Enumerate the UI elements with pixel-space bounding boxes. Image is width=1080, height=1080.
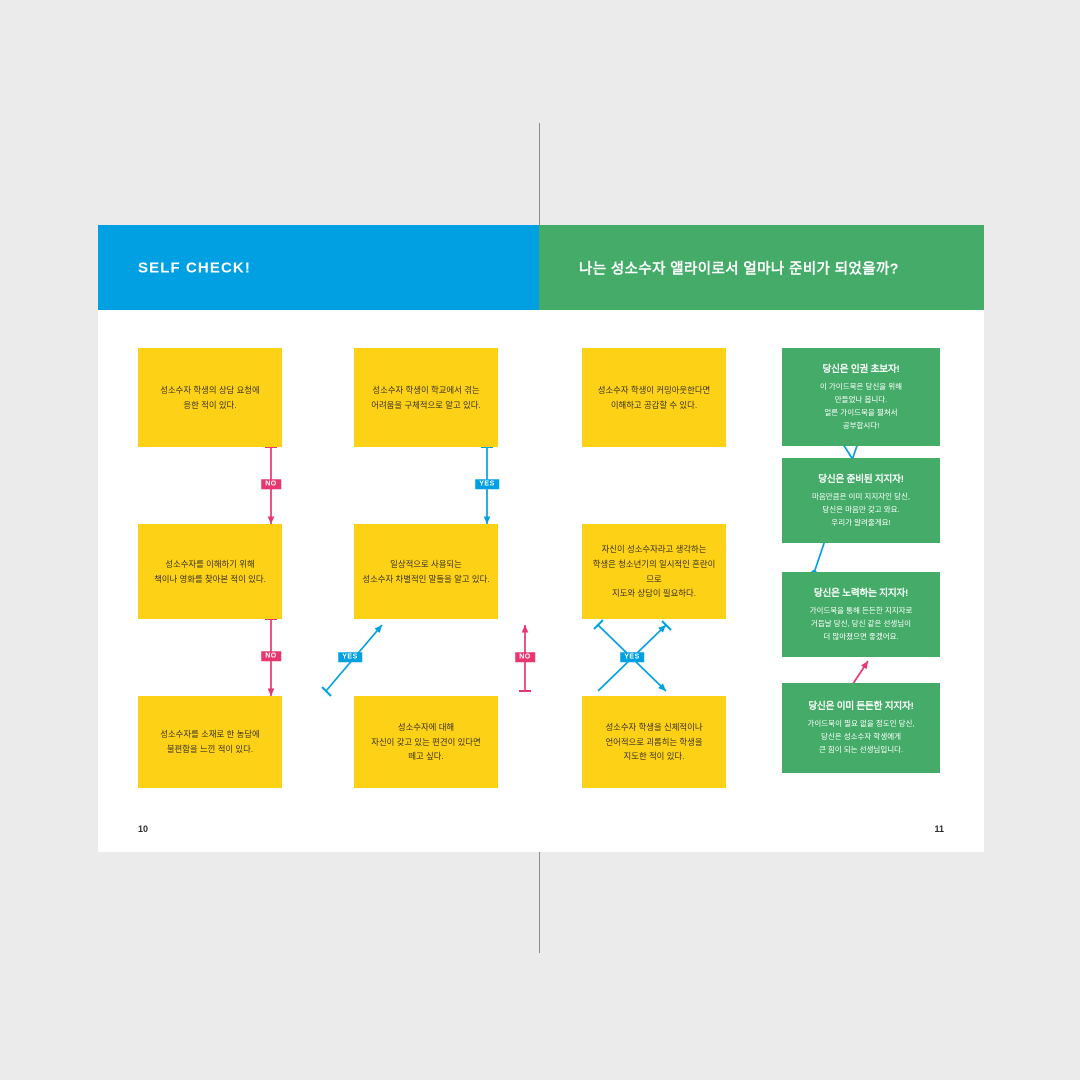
- page-number-right: 11: [934, 824, 944, 834]
- question-text-q4: 성소수자를 이해하기 위해 책이나 영화를 찾아본 적이 있다.: [154, 558, 266, 584]
- result-body-r3: 가이드북을 통해 든든한 지지자로 거듭날 당신, 당신 같은 선생님이 더 많…: [809, 605, 913, 641]
- question-box-q7[interactable]: 성소수자를 소재로 한 농담에 불편함을 느낀 적이 있다.: [138, 696, 282, 788]
- result-title-r2: 당신은 준비된 지지자!: [818, 473, 904, 485]
- result-body-r1: 이 가이드북은 당신을 위해 만들었나 봅니다. 얼른 가이드북을 펼쳐서 공부…: [819, 381, 903, 430]
- page-title-left: SELF CHECK!: [138, 259, 251, 276]
- question-box-q4[interactable]: 성소수자를 이해하기 위해 책이나 영화를 찾아본 적이 있다.: [138, 524, 282, 619]
- question-text-q9: 성소수자 학생을 신체적이나 언어적으로 괴롭히는 학생을 지도한 적이 있다.: [605, 721, 703, 762]
- header-band-left: SELF CHECK!: [98, 225, 539, 310]
- edge-label-q8-q5: NO: [515, 652, 535, 662]
- question-text-q6: 자신이 성소수자라고 생각하는 학생은 청소년기의 일시적인 혼란이므로 지도와…: [592, 544, 716, 599]
- question-box-q6[interactable]: 자신이 성소수자라고 생각하는 학생은 청소년기의 일시적인 혼란이므로 지도와…: [582, 524, 726, 619]
- result-box-r4[interactable]: 당신은 이미 든든한 지지자! 가이드북이 필요 없을 정도인 당신, 당신은 …: [782, 683, 940, 773]
- question-text-q7: 성소수자를 소재로 한 농담에 불편함을 느낀 적이 있다.: [160, 729, 260, 754]
- result-body-r2: 마음만큼은 이미 지지자인 당신, 당신은 마음만 갖고 와요. 우리가 알려줄…: [811, 491, 911, 527]
- result-body-r4: 가이드북이 필요 없을 정도인 당신, 당신은 성소수자 학생에게 큰 힘이 되…: [807, 719, 915, 755]
- edge-label-q8-q9: YES: [620, 652, 644, 662]
- edge-label-q7-q5: YES: [338, 652, 362, 662]
- question-text-q3: 성소수자 학생이 커밍아웃한다면 이해하고 공감할 수 있다.: [597, 384, 711, 410]
- question-text-q2: 성소수자 학생이 학교에서 겪는 어려움을 구체적으로 알고 있다.: [371, 384, 481, 410]
- result-box-r2[interactable]: 당신은 준비된 지지자! 마음만큼은 이미 지지자인 당신, 당신은 마음만 갖…: [782, 458, 940, 543]
- question-text-q5: 일상적으로 사용되는 성소수자 차별적인 말들을 알고 있다.: [362, 558, 490, 584]
- page-title-right: 나는 성소수자 앨라이로서 얼마나 준비가 되었을까?: [579, 261, 899, 277]
- header-band-right: 나는 성소수자 앨라이로서 얼마나 준비가 되었을까?: [539, 225, 984, 310]
- result-title-r3: 당신은 노력하는 지지자!: [813, 587, 909, 599]
- question-box-q9[interactable]: 성소수자 학생을 신체적이나 언어적으로 괴롭히는 학생을 지도한 적이 있다.: [582, 696, 726, 788]
- page-number-left: 10: [138, 824, 149, 834]
- result-title-r1: 당신은 인권 초보자!: [822, 363, 900, 375]
- result-title-r4: 당신은 이미 든든한 지지자!: [808, 701, 914, 713]
- edge-label-q1-q4: NO: [261, 479, 281, 489]
- question-box-q5[interactable]: 일상적으로 사용되는 성소수자 차별적인 말들을 알고 있다.: [354, 524, 498, 619]
- question-text-q8: 성소수자에 대해 자신이 갖고 있는 편견이 있다면 떼고 싶다.: [371, 721, 481, 762]
- result-box-r1[interactable]: 당신은 인권 초보자! 이 가이드북은 당신을 위해 만들었나 봅니다. 얼른 …: [782, 348, 940, 446]
- question-box-q8[interactable]: 성소수자에 대해 자신이 갖고 있는 편견이 있다면 떼고 싶다.: [354, 696, 498, 788]
- book-spread: SELF CHECK! 나는 성소수자 앨라이로서 얼마나 준비가 되었을까?: [98, 225, 984, 852]
- question-box-q1[interactable]: 성소수자 학생의 상담 요청에 응한 적이 있다.: [138, 348, 282, 447]
- result-box-r3[interactable]: 당신은 노력하는 지지자! 가이드북을 통해 든든한 지지자로 거듭날 당신, …: [782, 572, 940, 657]
- question-box-q2[interactable]: 성소수자 학생이 학교에서 겪는 어려움을 구체적으로 알고 있다.: [354, 348, 498, 447]
- question-text-q1: 성소수자 학생의 상담 요청에 응한 적이 있다.: [160, 384, 260, 410]
- edge-label-q2-q5: YES: [475, 479, 499, 489]
- edge-label-q4-q7: NO: [261, 651, 281, 661]
- question-box-q3[interactable]: 성소수자 학생이 커밍아웃한다면 이해하고 공감할 수 있다.: [582, 348, 726, 447]
